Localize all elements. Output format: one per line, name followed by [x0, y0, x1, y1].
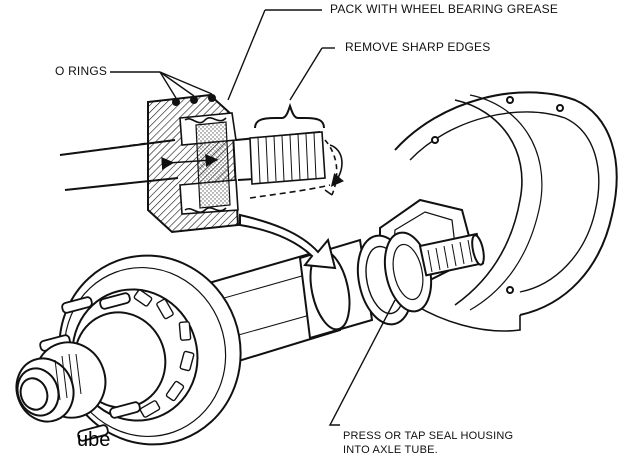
splined-shaft-end — [249, 131, 326, 185]
hub-bearing — [15, 341, 107, 423]
seal-housing-installed — [356, 231, 485, 326]
brake-drum — [394, 91, 618, 332]
sharp-edges-bracket — [254, 102, 325, 129]
install-arrow — [239, 213, 337, 270]
label-wheel-bearing-grease: PACK WITH WHEEL BEARING GREASE — [330, 2, 559, 16]
label-press-seal-line1: PRESS OR TAP SEAL HOUSING — [343, 430, 514, 442]
label-press-seal-line2: INTO AXLE TUBE. — [343, 444, 438, 456]
lug-studs — [39, 292, 141, 442]
leader-lines — [110, 9, 396, 426]
brake-rotor — [58, 254, 242, 446]
label-o-rings: O RINGS — [55, 64, 108, 78]
cropped-text-fragment: ube — [77, 429, 111, 451]
seal-housing-section — [147, 93, 240, 234]
label-remove-sharp-edges: REMOVE SHARP EDGES — [345, 40, 491, 54]
rotor-vent-slots — [133, 289, 195, 418]
motion-indicators — [161, 139, 345, 199]
